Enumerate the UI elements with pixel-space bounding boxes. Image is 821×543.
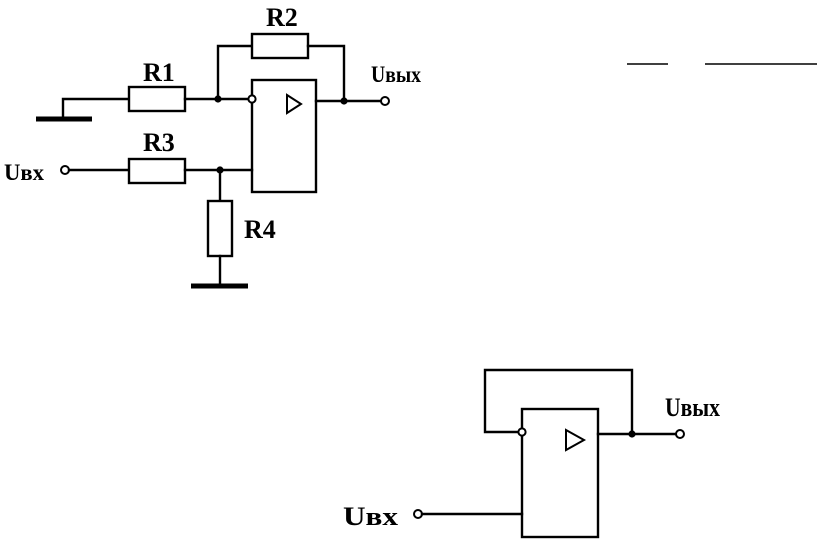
output-terminal-1 [380, 96, 390, 106]
output-terminal-2 [675, 429, 685, 439]
r2-label: R2 [266, 3, 298, 32]
output-label-2: Uвых [665, 393, 720, 422]
resistor-r2 [250, 32, 310, 60]
resistor-r3 [127, 157, 187, 185]
r4-label: R4 [244, 215, 276, 244]
r3-label: R3 [143, 128, 175, 157]
op-amp-2-triangle-icon [565, 428, 587, 452]
wire-feedback-left [216, 44, 254, 101]
wire-ground-to-r1 [61, 97, 131, 121]
op-amp-1 [250, 78, 318, 194]
resistor-r4 [206, 199, 234, 258]
wire-feedback-right [306, 44, 346, 103]
junction-output-1 [340, 97, 348, 105]
op-amp-1-triangle-icon [286, 93, 303, 115]
junction-output-2 [628, 430, 636, 438]
op-amp-2 [520, 407, 600, 539]
differential-amplifier-circuit: R1 R2 Uвых Uвх R3 R4 [4, 3, 421, 289]
op-amp-1-inverting-input [247, 94, 257, 104]
op-amp-2-inverting-input [517, 427, 527, 437]
resistor-r1 [127, 85, 187, 113]
input-label-2: Uвх [343, 502, 398, 531]
input-label-1: Uвх [4, 160, 44, 185]
wire-follower-feedback [483, 368, 634, 434]
r1-label: R1 [143, 58, 175, 87]
voltage-follower-circuit: Uвых Uвх [343, 368, 720, 539]
output-label-1: Uвых [371, 62, 421, 87]
